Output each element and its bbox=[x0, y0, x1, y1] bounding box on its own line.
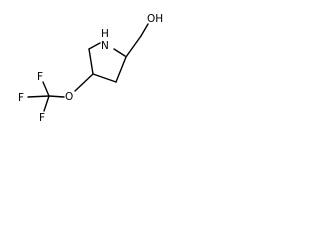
atom-oh: OH bbox=[147, 13, 163, 25]
bond-c-f-bottom bbox=[43, 95, 50, 112]
atom-h: H bbox=[101, 28, 109, 40]
bond-c5-n bbox=[88, 42, 101, 50]
bond-c-f-left bbox=[27, 95, 50, 98]
bond-ch2-oh bbox=[140, 23, 149, 37]
bond-c2-ch2 bbox=[125, 35, 142, 58]
bond-o-cf3 bbox=[48, 95, 65, 98]
bond-c4-c5 bbox=[88, 48, 94, 75]
atom-f-left: F bbox=[18, 92, 24, 104]
atom-f-top: F bbox=[37, 71, 43, 83]
atom-f-bottom: F bbox=[39, 112, 45, 124]
bond-c3-c4 bbox=[92, 73, 117, 83]
bond-n-c2 bbox=[113, 48, 126, 57]
bond-c2-c3 bbox=[115, 56, 127, 83]
bond-c-f-top bbox=[42, 81, 50, 97]
atom-o: O bbox=[65, 91, 73, 103]
bond-c4-o bbox=[74, 73, 94, 92]
molecule-drawing: N H OH O F F F bbox=[18, 13, 163, 124]
atom-n: N bbox=[101, 40, 109, 52]
structure-canvas: N H OH O F F F bbox=[0, 0, 192, 136]
atom-labels: N H OH O F F F bbox=[18, 13, 163, 124]
bonds bbox=[27, 23, 149, 112]
